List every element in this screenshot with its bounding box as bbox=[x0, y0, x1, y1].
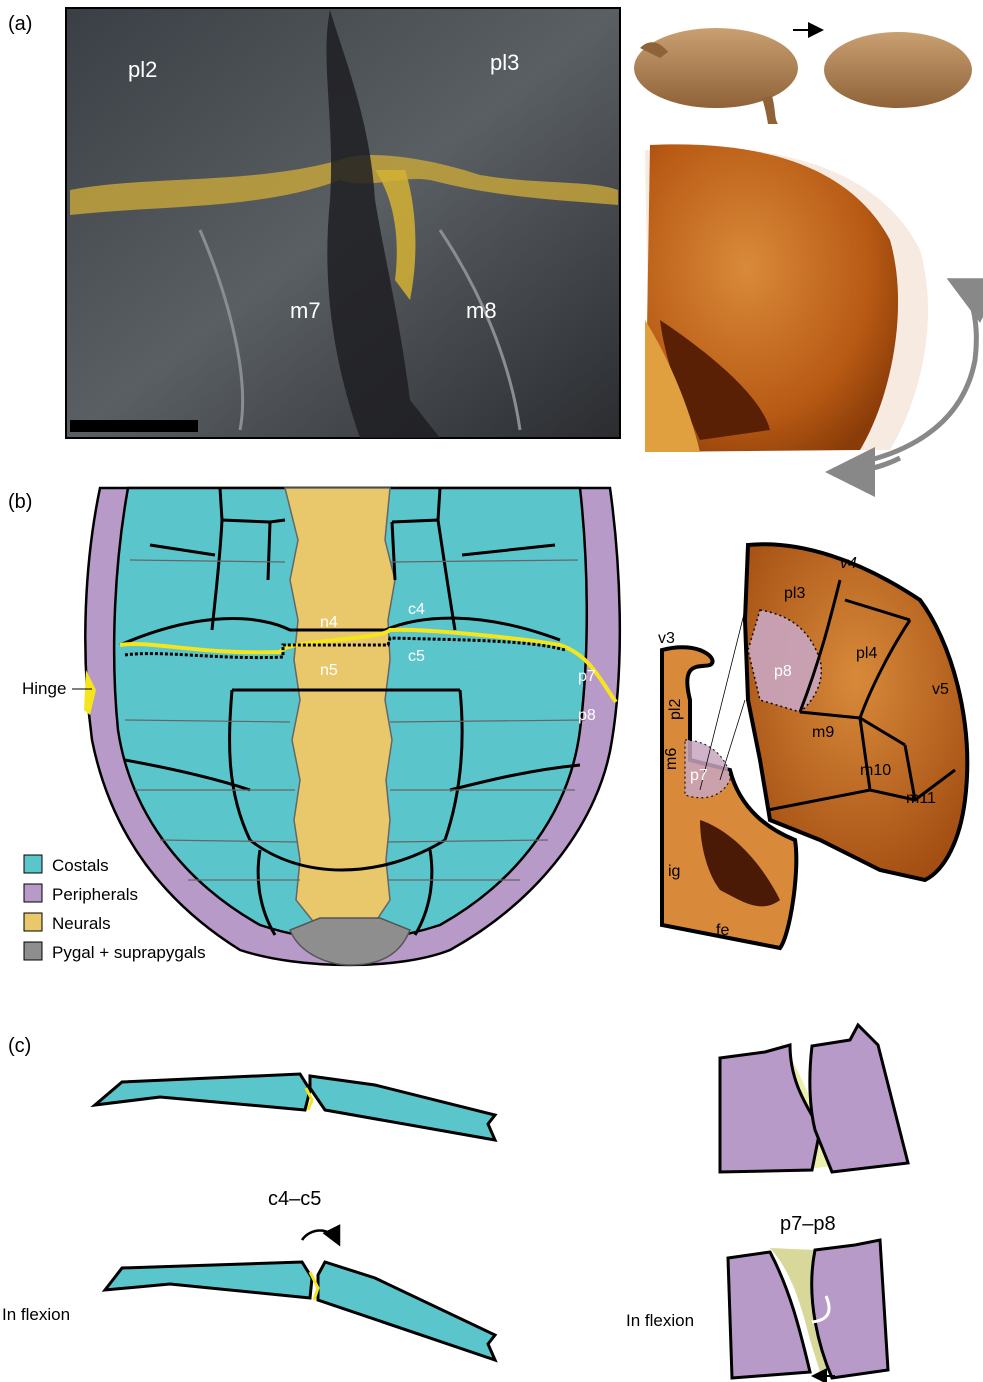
neural-column bbox=[285, 488, 395, 930]
legend-label-neurals: Neurals bbox=[52, 914, 111, 933]
flexion-label-right: In flexion bbox=[626, 1311, 694, 1330]
lobe-label-m11: m11 bbox=[906, 790, 936, 807]
lobe-label-p7: p7 bbox=[690, 767, 708, 784]
lobe-label-m9: m9 bbox=[812, 724, 834, 741]
legend-label-pygal: Pygal + suprapygals bbox=[52, 943, 206, 962]
diagram-label-p8: p8 bbox=[578, 707, 596, 724]
carapace-diagram bbox=[84, 488, 620, 965]
lobe-label-m6: m6 bbox=[663, 748, 680, 770]
legend-swatch-peripherals bbox=[24, 884, 42, 902]
lobe-label-v3: v3 bbox=[658, 630, 675, 647]
costal-joint-rest bbox=[95, 1074, 495, 1140]
lobe-label-pl4: pl4 bbox=[856, 645, 877, 662]
legend-label-peripherals: Peripherals bbox=[52, 885, 138, 904]
lobe-label-v4: v4 bbox=[840, 555, 857, 572]
hinge-label: Hinge bbox=[22, 679, 66, 698]
diagram-label-c5: c5 bbox=[408, 648, 425, 665]
turtle-open-image bbox=[634, 28, 798, 124]
peripheral-joint-flexion bbox=[728, 1240, 888, 1378]
lobe-shell bbox=[745, 544, 967, 880]
lobe-label-ig: ig bbox=[668, 863, 680, 880]
photo-label-pl3: pl3 bbox=[490, 50, 519, 75]
flexion-arrow-icon bbox=[302, 1231, 338, 1243]
panel-label-b: (b) bbox=[8, 491, 32, 513]
diagram-label-n4: n4 bbox=[320, 614, 338, 631]
photo-label-m8: m8 bbox=[466, 298, 497, 323]
flexion-label-left: In flexion bbox=[2, 1305, 70, 1324]
panel-label-a: (a) bbox=[8, 13, 32, 35]
c4c5-label: c4–c5 bbox=[268, 1188, 321, 1210]
peripheral-joint-rest bbox=[720, 1025, 908, 1172]
legend-swatch-costals bbox=[24, 855, 42, 873]
panel-label-c: (c) bbox=[8, 1035, 31, 1057]
turtle-closed-image bbox=[824, 32, 972, 108]
lobe-label-pl2: pl2 bbox=[667, 699, 684, 720]
lobe-label-fe: fe bbox=[716, 922, 729, 939]
legend-swatch-pygal bbox=[24, 942, 42, 960]
diagram-label-p7: p7 bbox=[578, 668, 596, 685]
lobe-label-m10: m10 bbox=[860, 762, 891, 779]
costal-joint-flexion bbox=[105, 1231, 495, 1361]
photo-label-pl2: pl2 bbox=[128, 57, 157, 82]
legend-swatch-neurals bbox=[24, 913, 42, 931]
legend-label-costals: Costals bbox=[52, 856, 109, 875]
diagram-label-c4: c4 bbox=[408, 601, 425, 618]
lobe-label-p8: p8 bbox=[774, 663, 792, 680]
photo-label-m7: m7 bbox=[290, 298, 321, 323]
lobe-label-v5: v5 bbox=[932, 681, 949, 698]
posterior-lobe-diagram bbox=[662, 544, 967, 948]
shell-movement-photo bbox=[645, 144, 928, 452]
lobe-label-pl3: pl3 bbox=[784, 585, 805, 602]
p7p8-label: p7–p8 bbox=[780, 1213, 836, 1235]
diagram-label-n5: n5 bbox=[320, 662, 338, 679]
